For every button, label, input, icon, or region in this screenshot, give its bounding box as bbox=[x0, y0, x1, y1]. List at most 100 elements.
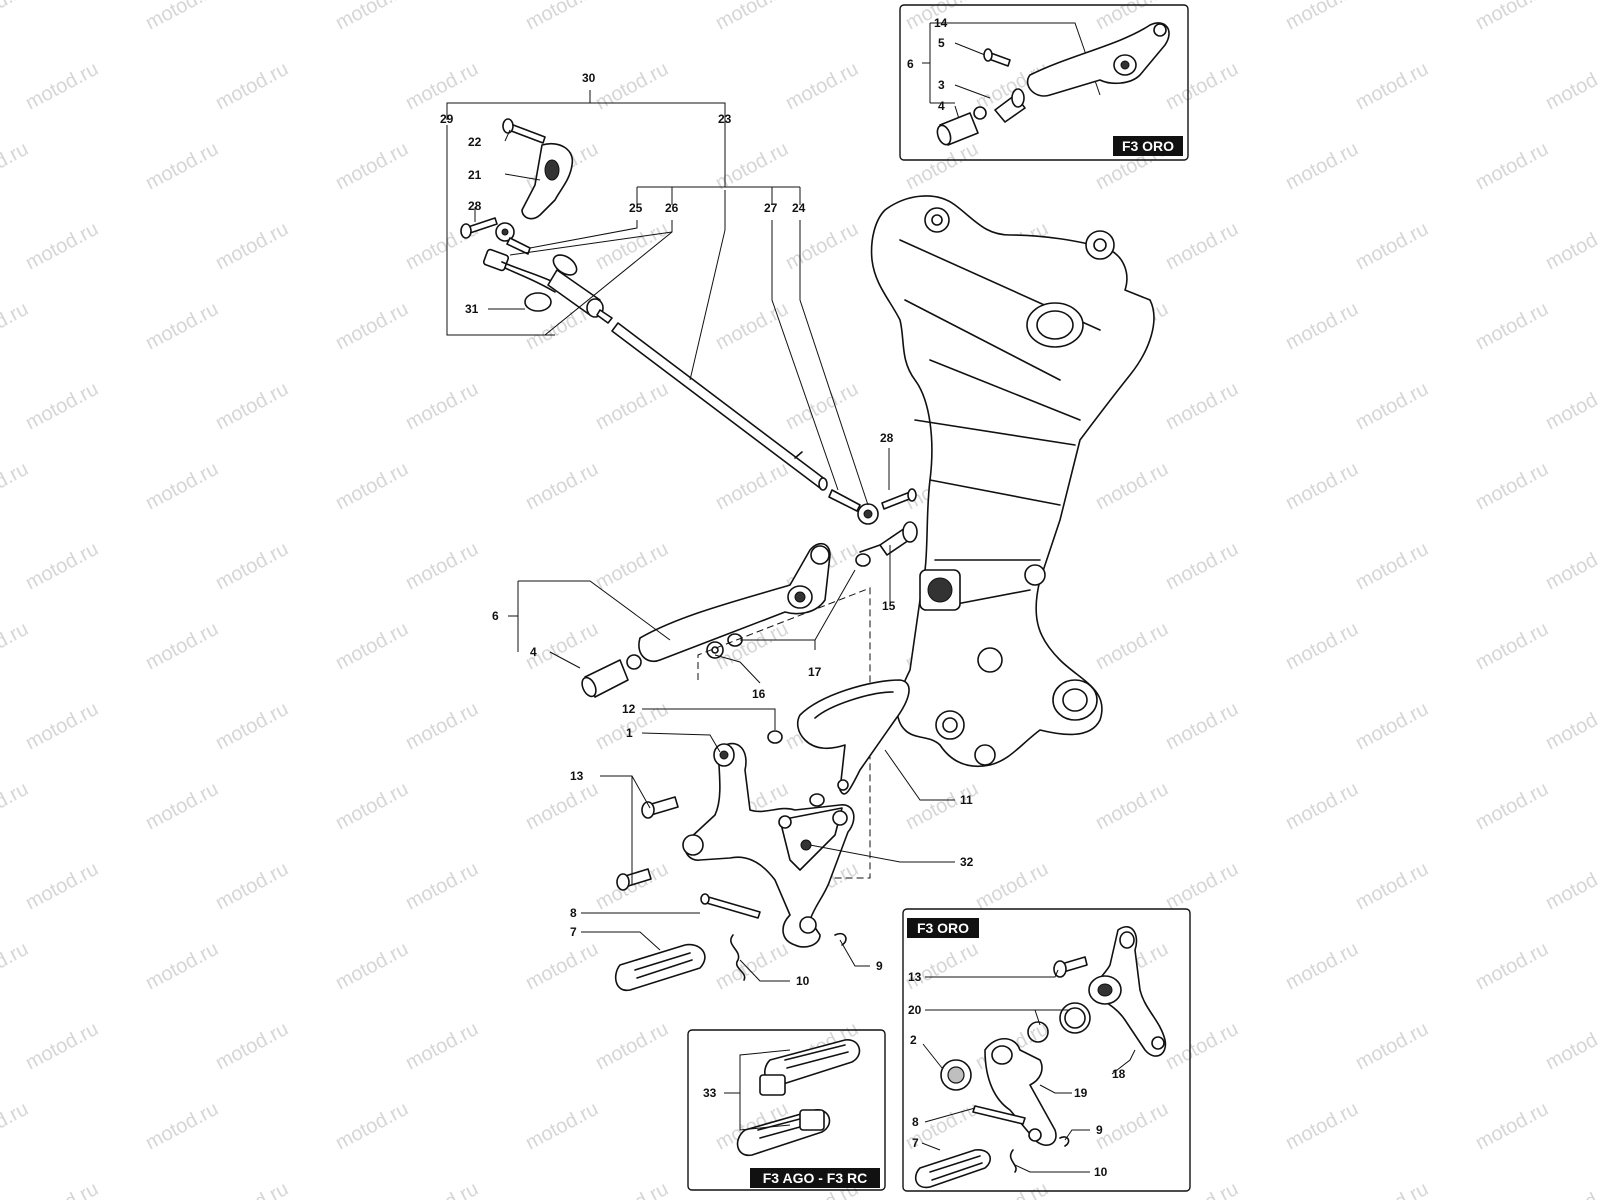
watermark-text: motod.ru bbox=[712, 458, 792, 514]
watermark-text: motod.ru bbox=[1542, 378, 1600, 434]
callout-inset-tr-4: 4 bbox=[938, 99, 945, 113]
callout-21: 21 bbox=[468, 168, 482, 182]
shift-rod-assembly bbox=[446, 90, 917, 525]
watermark-text: motod.ru bbox=[592, 218, 672, 274]
watermark-text: motod.ru bbox=[1472, 138, 1552, 194]
callout-9: 9 bbox=[876, 959, 883, 973]
watermark-text: motod.ru bbox=[142, 458, 222, 514]
watermark-text: motod.ru bbox=[522, 778, 602, 834]
watermark-text: motod.ru bbox=[972, 858, 1052, 914]
watermark-text: motod.ru bbox=[782, 58, 862, 114]
watermark-text: motod.ru bbox=[522, 0, 602, 34]
watermark-text: motod.ru bbox=[0, 298, 32, 354]
watermark-text: motod.ru bbox=[1282, 298, 1362, 354]
watermark-text: motod.ru bbox=[1162, 538, 1242, 594]
callout-inset-br-20: 20 bbox=[908, 1003, 922, 1017]
watermark-text: motod.ru bbox=[402, 1178, 482, 1200]
watermark-text: motod.ru bbox=[402, 538, 482, 594]
callout-inset-br-2: 2 bbox=[910, 1033, 917, 1047]
callout-28-top: 28 bbox=[468, 199, 482, 213]
inset-badge-top-right: F3 ORO bbox=[1122, 138, 1174, 154]
watermark-text: motod.ru bbox=[712, 298, 792, 354]
watermark-text: motod.ru bbox=[1542, 58, 1600, 114]
watermark-text: motod.ru bbox=[212, 858, 292, 914]
watermark-text: motod.ru bbox=[592, 1178, 672, 1200]
callout-inset-tr-6: 6 bbox=[907, 57, 914, 71]
inset-top-right: F3 ORO bbox=[899, 4, 1189, 161]
watermark-text: motod.ru bbox=[1542, 218, 1600, 274]
callout-inset-bc-33: 33 bbox=[703, 1086, 717, 1100]
watermark-text: motod.ru bbox=[212, 1018, 292, 1074]
callout-30: 30 bbox=[582, 71, 596, 85]
watermark-text: motod.ru bbox=[1352, 218, 1432, 274]
watermark-text: motod.ru bbox=[592, 538, 672, 594]
watermark-text: motod.ru bbox=[332, 618, 412, 674]
watermark-text: motod.ru bbox=[0, 0, 32, 34]
callout-17: 17 bbox=[808, 665, 822, 679]
callout-8: 8 bbox=[570, 906, 577, 920]
watermark-text: motod.ru bbox=[402, 1018, 482, 1074]
watermark-text: motod.ru bbox=[1542, 1018, 1600, 1074]
watermark-text: motod.ru bbox=[1282, 1098, 1362, 1154]
callout-25: 25 bbox=[629, 201, 643, 215]
callout-11: 11 bbox=[960, 793, 973, 807]
watermark-text: motod.ru bbox=[782, 218, 862, 274]
watermark-text: motod.ru bbox=[1282, 0, 1362, 34]
watermark-text: motod.ru bbox=[902, 138, 982, 194]
watermark-text: motod.ru bbox=[212, 218, 292, 274]
watermark-text: motod.ru bbox=[1542, 858, 1600, 914]
watermark-text: motod.ru bbox=[142, 938, 222, 994]
callout-26: 26 bbox=[665, 201, 679, 215]
watermark-text: motod.ru bbox=[1092, 458, 1172, 514]
watermark-text: motod.ru bbox=[212, 378, 292, 434]
watermark-text: motod.ru bbox=[1282, 138, 1362, 194]
watermark-text: motod.ru bbox=[1542, 698, 1600, 754]
watermark-text: motod.ru bbox=[22, 378, 102, 434]
callout-31: 31 bbox=[465, 302, 479, 316]
watermark-text: motod.ru bbox=[0, 938, 32, 994]
watermark-text: motod.ru bbox=[1472, 778, 1552, 834]
watermark-text: motod.ru bbox=[22, 1178, 102, 1200]
watermark-text: motod.ru bbox=[332, 0, 412, 34]
callout-inset-br-9: 9 bbox=[1096, 1123, 1103, 1137]
watermark-text: motod.ru bbox=[1472, 1098, 1552, 1154]
callout-inset-br-8: 8 bbox=[912, 1115, 919, 1129]
watermark-text: motod.ru bbox=[522, 1098, 602, 1154]
watermark-text: motod.ru bbox=[1472, 298, 1552, 354]
callout-inset-br-7: 7 bbox=[912, 1136, 919, 1150]
callout-32: 32 bbox=[960, 855, 974, 869]
callout-6: 6 bbox=[492, 609, 499, 623]
watermark-text: motod.ru bbox=[1162, 1018, 1242, 1074]
watermark-text: motod.ru bbox=[1472, 938, 1552, 994]
watermark-text: motod.ru bbox=[1162, 58, 1242, 114]
callout-inset-tr-3: 3 bbox=[938, 78, 945, 92]
watermark-text: motod.ru bbox=[1282, 938, 1362, 994]
watermark-text: motod.ru bbox=[0, 458, 32, 514]
watermark-text: motod.ru bbox=[1352, 1018, 1432, 1074]
callout-inset-tr-5: 5 bbox=[938, 36, 945, 50]
watermark-text: motod.ru bbox=[212, 58, 292, 114]
watermark-text: motod.ru bbox=[592, 1018, 672, 1074]
watermark-text: motod.ru bbox=[142, 138, 222, 194]
watermark-text: motod.ru bbox=[212, 1178, 292, 1200]
inset-badge-bottom-right: F3 ORO bbox=[917, 920, 969, 936]
watermark-text: motod.ru bbox=[22, 858, 102, 914]
watermark-text: motod.ru bbox=[332, 778, 412, 834]
watermark-text: motod.ru bbox=[1162, 1178, 1242, 1200]
watermark-text: motod.ru bbox=[1282, 458, 1362, 514]
watermark-text: motod.ru bbox=[402, 378, 482, 434]
callout-15: 15 bbox=[882, 599, 896, 613]
watermark-text: motod.ru bbox=[402, 58, 482, 114]
callout-22: 22 bbox=[468, 135, 482, 149]
watermark-text: motod.ru bbox=[1092, 778, 1172, 834]
watermark-text: motod.ru bbox=[1352, 378, 1432, 434]
frame-plate bbox=[870, 195, 1155, 767]
callout-28-lower: 28 bbox=[880, 431, 894, 445]
callout-labels: 30 29 23 22 21 28 25 26 27 24 31 28 15 6… bbox=[440, 16, 1126, 1179]
watermark-text: motod.ru bbox=[402, 858, 482, 914]
watermark-text: motod.ru bbox=[1352, 58, 1432, 114]
watermark-text: motod.ru bbox=[972, 1178, 1052, 1200]
watermark-text: motod.ru bbox=[522, 458, 602, 514]
watermark-text: motod.ru bbox=[0, 1098, 32, 1154]
